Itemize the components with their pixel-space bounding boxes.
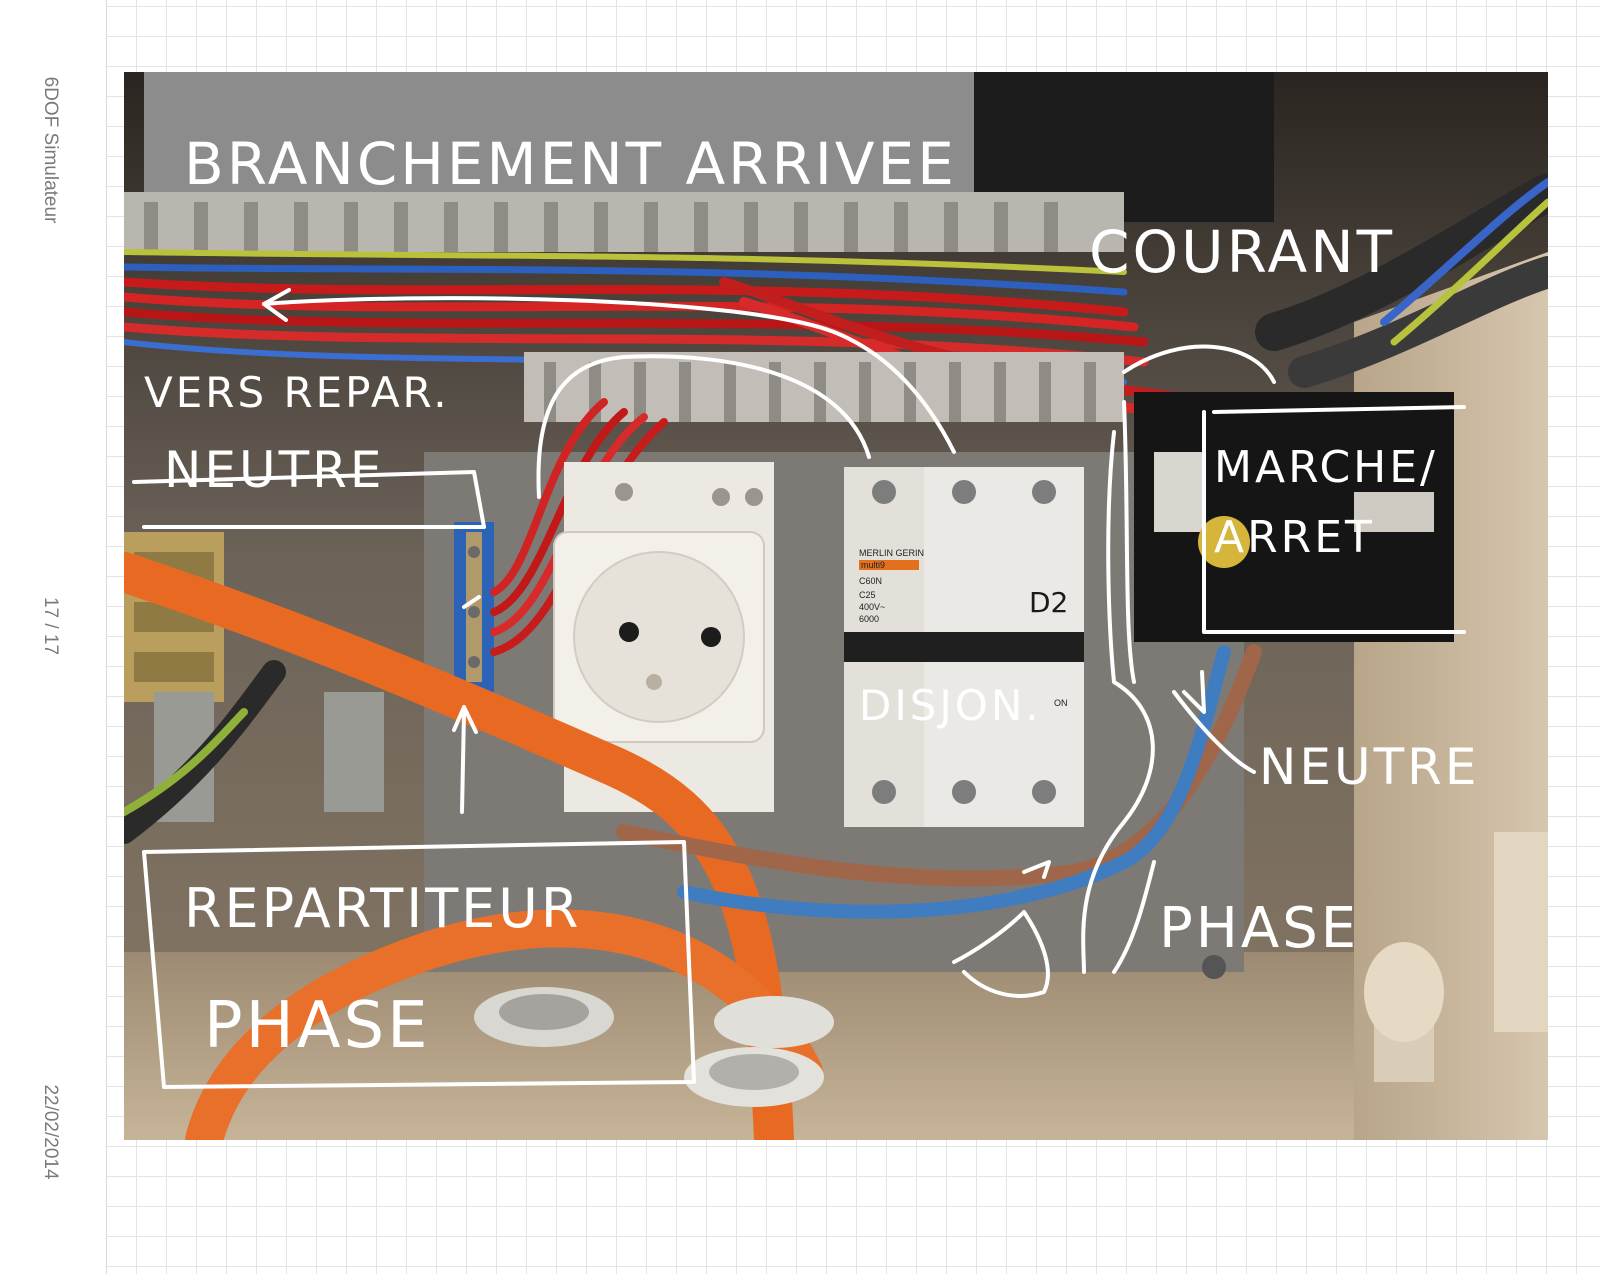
annotation-courant: COURANT xyxy=(1089,218,1395,286)
annotation-phase-right: PHASE xyxy=(1159,896,1359,961)
annotation-disjon: DISJON. xyxy=(859,681,1042,730)
page-number: 17 / 17 xyxy=(40,596,61,656)
breaker-series: multi9 xyxy=(861,560,885,570)
annotation-strokes xyxy=(132,288,1466,1089)
breaker-model: C60N xyxy=(859,576,882,586)
left-margin: 6DOF Simulateur 17 / 17 22/02/2014 xyxy=(0,0,107,1274)
on-off-switch-module xyxy=(1134,392,1454,642)
phase-distributor-bar xyxy=(454,522,494,692)
breaker-brand: MERLIN GERIN xyxy=(859,548,924,558)
annotation-repartiteur: REPARTITEUR xyxy=(184,877,581,940)
annotated-photo: MERLIN GERIN multi9 C60N C25 400V~ 6000 … xyxy=(124,72,1548,1140)
cable-glands xyxy=(474,832,1548,1107)
socket-outlet xyxy=(553,462,774,812)
breaker-label: D2 xyxy=(1029,586,1068,619)
annotation-vers-repar: VERS REPAR. xyxy=(144,368,450,417)
circuit-breaker: MERLIN GERIN multi9 C60N C25 400V~ 6000 … xyxy=(844,467,1084,827)
breaker-voltage: 400V~ xyxy=(859,602,885,612)
middle-wire-duct xyxy=(524,352,1124,422)
document-title: 6DOF Simulateur xyxy=(40,76,61,224)
upper-wire-duct xyxy=(124,192,1124,252)
upper-terminals xyxy=(144,72,974,192)
document-date: 22/02/2014 xyxy=(40,1084,61,1180)
annotation-neutre-left: NEUTRE xyxy=(164,441,384,499)
annotation-neutre-right: NEUTRE xyxy=(1259,738,1479,796)
annotation-branchement: BRANCHEMENT ARRIVEE xyxy=(184,130,957,198)
breaker-capacity: 6000 xyxy=(859,614,879,624)
annotation-marche: MARCHE/ xyxy=(1214,442,1438,493)
annotation-phase-left: PHASE xyxy=(204,989,431,1063)
breaker-rating: C25 xyxy=(859,590,876,600)
breaker-on-mark: ON xyxy=(1054,698,1068,708)
photo-drawing: MERLIN GERIN multi9 C60N C25 400V~ 6000 … xyxy=(124,72,1548,1140)
cables xyxy=(124,552,1262,1140)
annotation-arret: ARRET xyxy=(1214,512,1375,563)
